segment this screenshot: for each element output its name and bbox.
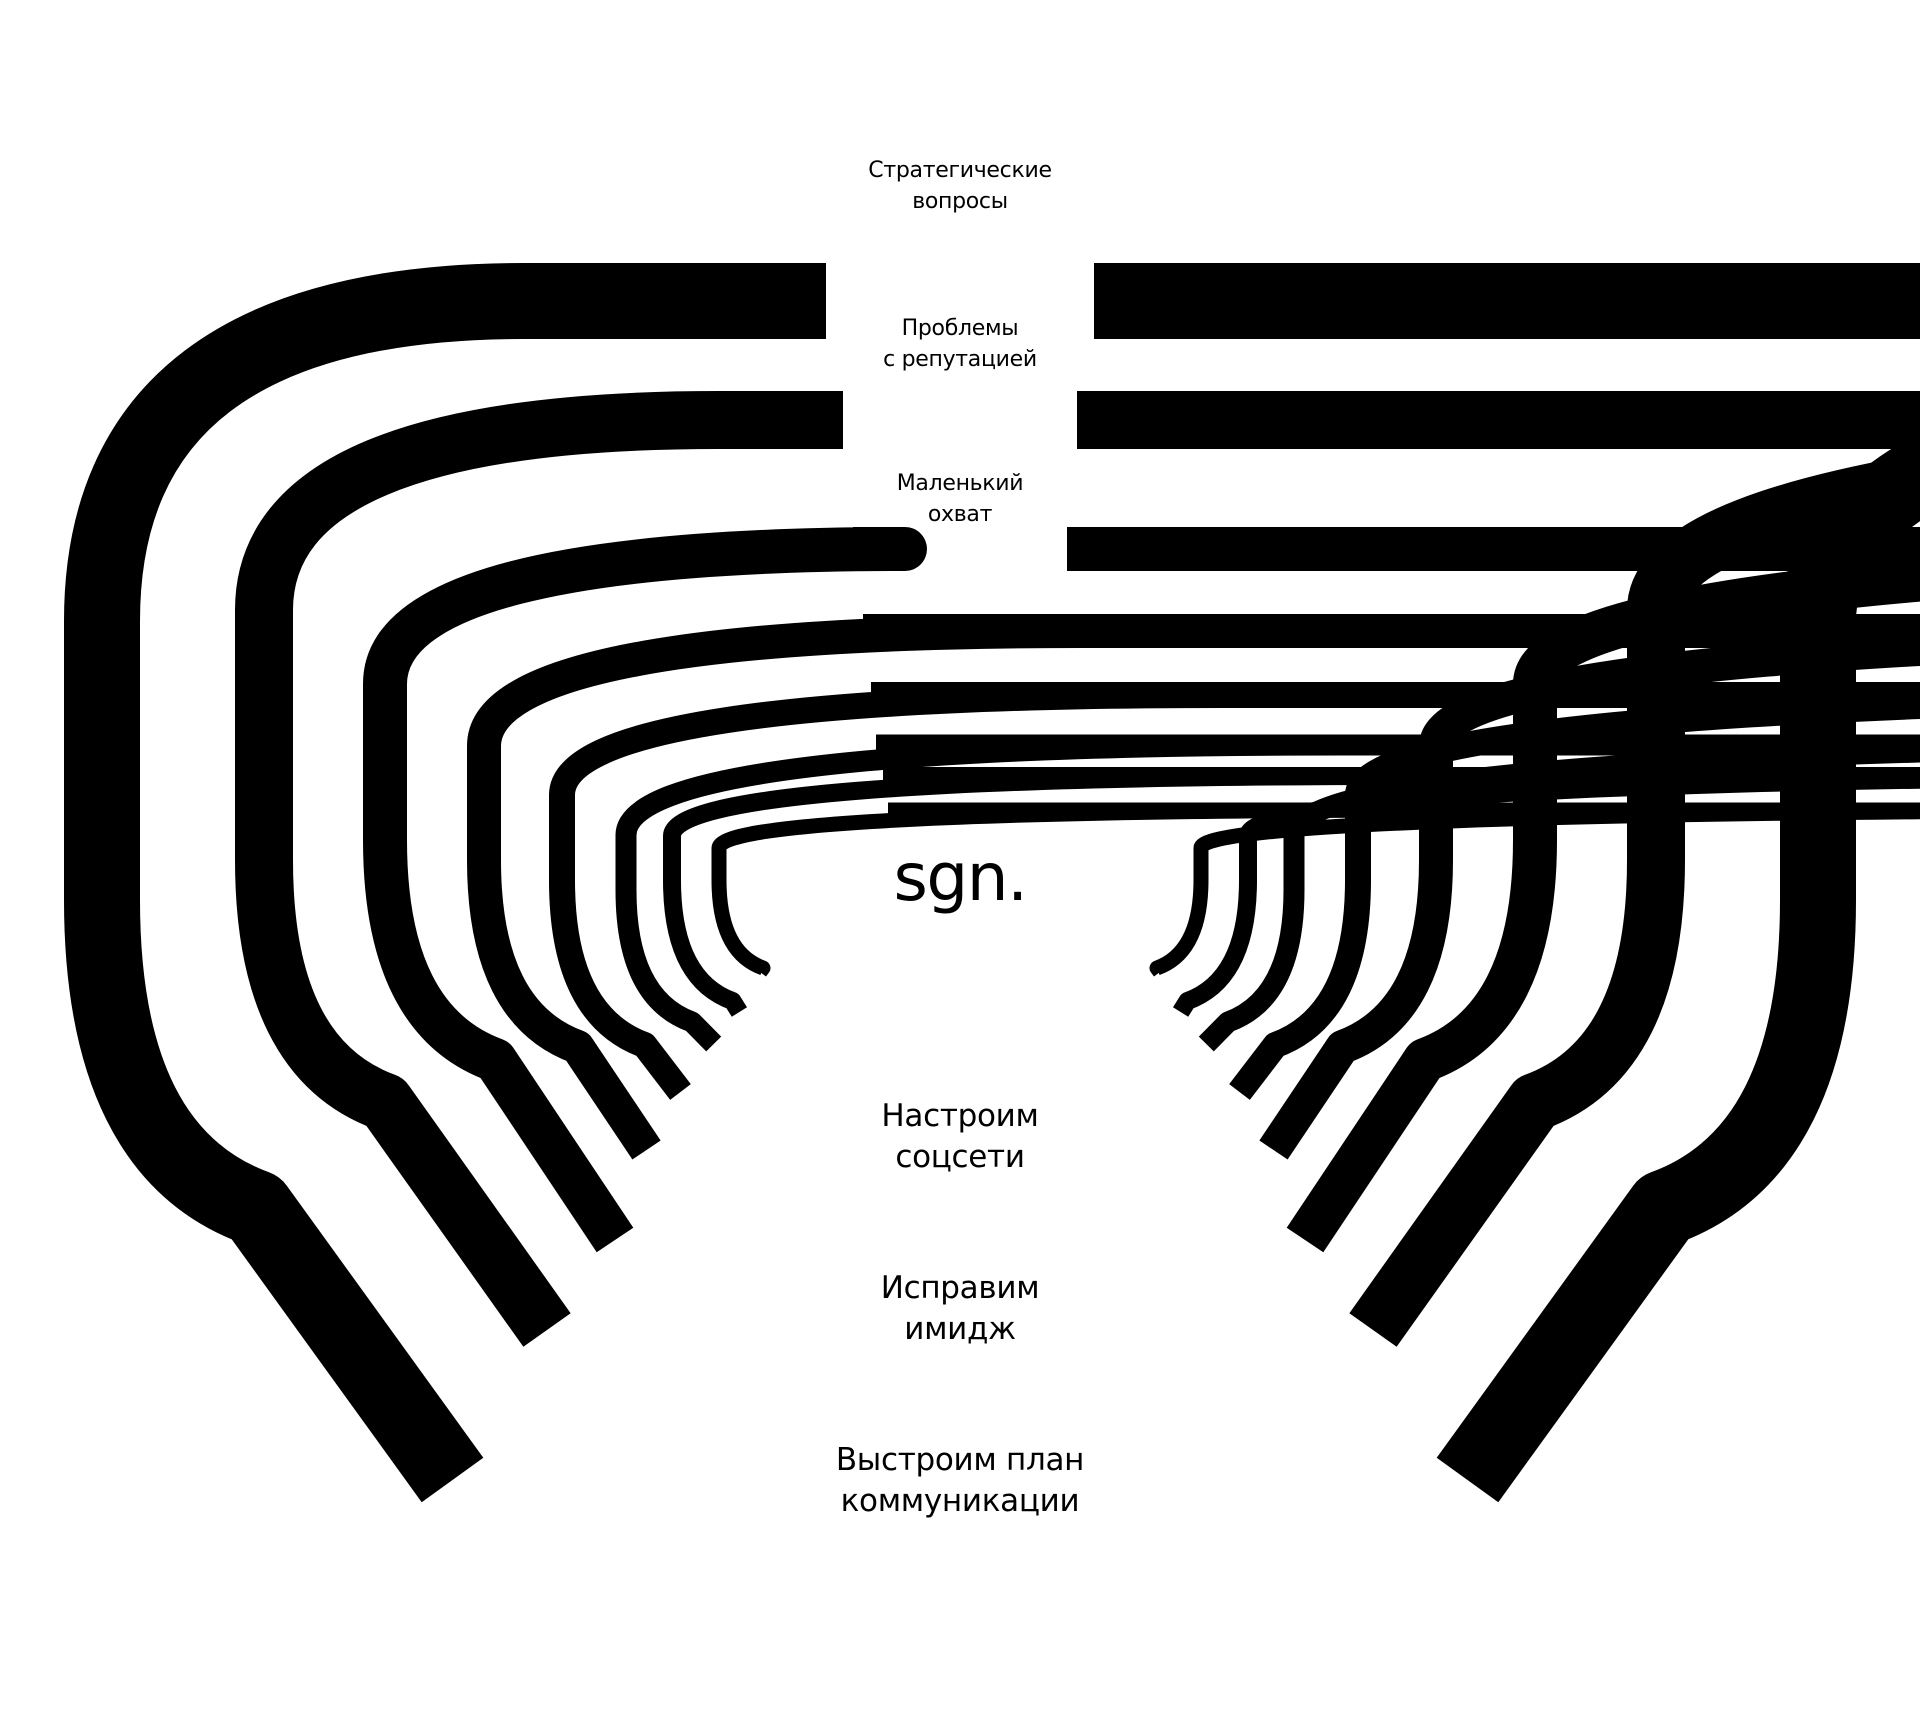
label-small-reach: Маленький охват — [0, 468, 1920, 530]
label-fix-image: Исправим имидж — [0, 1268, 1920, 1350]
label-reputation-line-2: с репутацией — [883, 347, 1037, 372]
label-plan-line-1: Выстроим план — [835, 1442, 1085, 1478]
label-plan-line-2: коммуникации — [840, 1483, 1080, 1519]
label-social-line-1: Настроим — [881, 1098, 1039, 1134]
label-setup-social: Настроим соцсети — [0, 1096, 1920, 1178]
arch-stroke-1-left — [64, 263, 826, 1503]
label-image-line-1: Исправим — [880, 1270, 1040, 1306]
label-communication-plan: Выстроим план коммуникации — [0, 1440, 1920, 1522]
label-reach-line-1: Маленький — [896, 471, 1024, 496]
label-image-line-2: имидж — [904, 1311, 1016, 1347]
label-reputation-problems: Проблемы с репутацией — [0, 313, 1920, 375]
arch-stroke-5-left — [549, 682, 1237, 1100]
label-social-line-2: соцсети — [895, 1139, 1025, 1175]
arch-stroke-3-left — [363, 527, 927, 1253]
label-strategic-issues: Стратегические вопросы — [0, 155, 1920, 217]
arch-stroke-6-right — [1044, 734, 1920, 1052]
arch-stroke-4-left — [467, 614, 1100, 1160]
arch-stroke-2-left — [235, 391, 843, 1347]
label-reputation-line-1: Проблемы — [901, 316, 1019, 341]
sgn-logo: sgn. — [893, 839, 1028, 916]
label-strategic-line-2: вопросы — [912, 189, 1008, 214]
label-reach-line-2: охват — [927, 502, 993, 527]
label-strategic-line-1: Стратегические — [868, 158, 1052, 183]
arch-stroke-8-right — [1032, 802, 1920, 977]
